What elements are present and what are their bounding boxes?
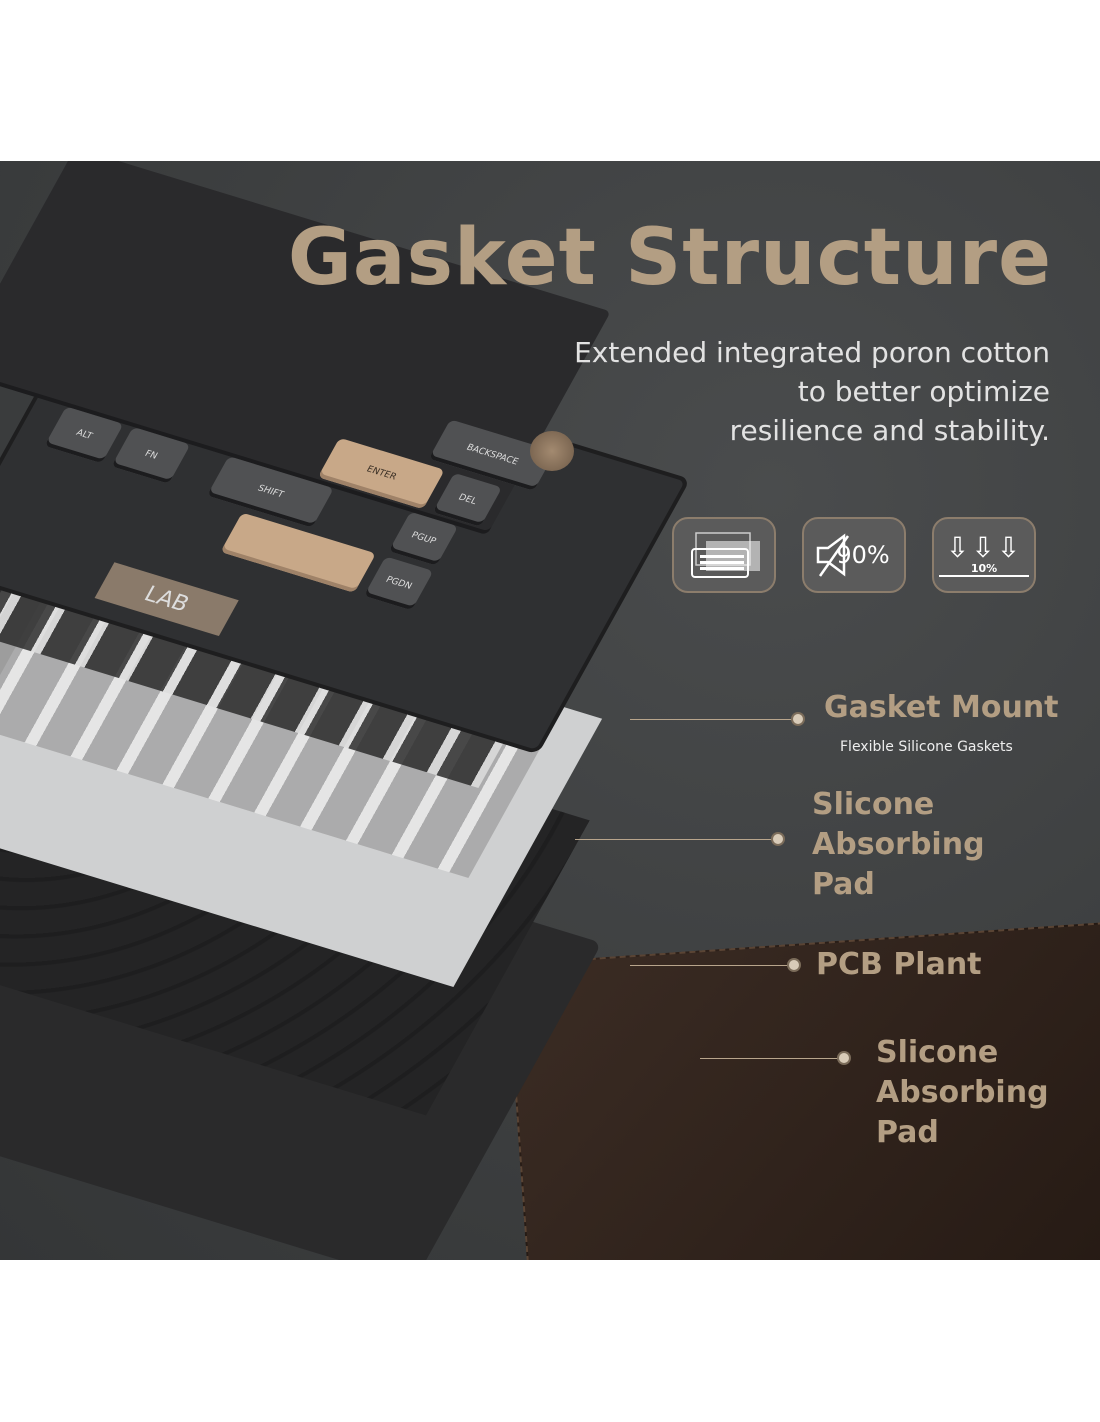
lab-badge: LAB (94, 562, 239, 637)
label-absorbing-pad-1: Slicone Absorbing Pad (812, 785, 985, 905)
page-title: Gasket Structure (287, 213, 1052, 303)
label-line: Slicone (876, 1035, 999, 1070)
label-line: Absorbing (876, 1075, 1049, 1110)
label-line: Slicone (812, 787, 935, 822)
layered-plate-icon (672, 517, 776, 593)
description: Extended integrated poron cotton to bett… (530, 333, 1050, 450)
label-gasket-mount-sub: Flexible Silicone Gaskets (840, 739, 1013, 755)
description-line: Extended integrated poron cotton (574, 336, 1050, 369)
description-line: to better optimize (797, 375, 1050, 408)
label-line: Absorbing (812, 827, 985, 862)
callout-dot (789, 960, 799, 970)
pressure-percent: 10% (939, 562, 1029, 577)
callout-line (700, 1058, 842, 1059)
label-line: Pad (812, 867, 875, 902)
callout-line (630, 965, 792, 966)
description-line: resilience and stability. (729, 414, 1050, 447)
keyboard-exploded-view: LAB BACKSPACE ENTER DEL SHIFT PGUP ALT F… (0, 161, 691, 1260)
product-banner: LAB BACKSPACE ENTER DEL SHIFT PGUP ALT F… (0, 161, 1100, 1260)
callout-dot (793, 714, 803, 724)
callout-dot (839, 1053, 849, 1063)
callout-line (575, 839, 780, 840)
callout-line (630, 719, 798, 720)
feature-icons: 90% ⇩⇩⇩ 10% (672, 517, 1036, 593)
label-gasket-mount: Gasket Mount (824, 690, 1059, 725)
pressure-down-icon: ⇩⇩⇩ 10% (932, 517, 1036, 593)
knob (530, 431, 574, 471)
label-pcb-plant: PCB Plant (816, 947, 982, 982)
label-absorbing-pad-2: Slicone Absorbing Pad (876, 1033, 1049, 1153)
callout-dot (773, 834, 783, 844)
label-line: Pad (876, 1115, 939, 1150)
mute-90-icon: 90% (802, 517, 906, 593)
